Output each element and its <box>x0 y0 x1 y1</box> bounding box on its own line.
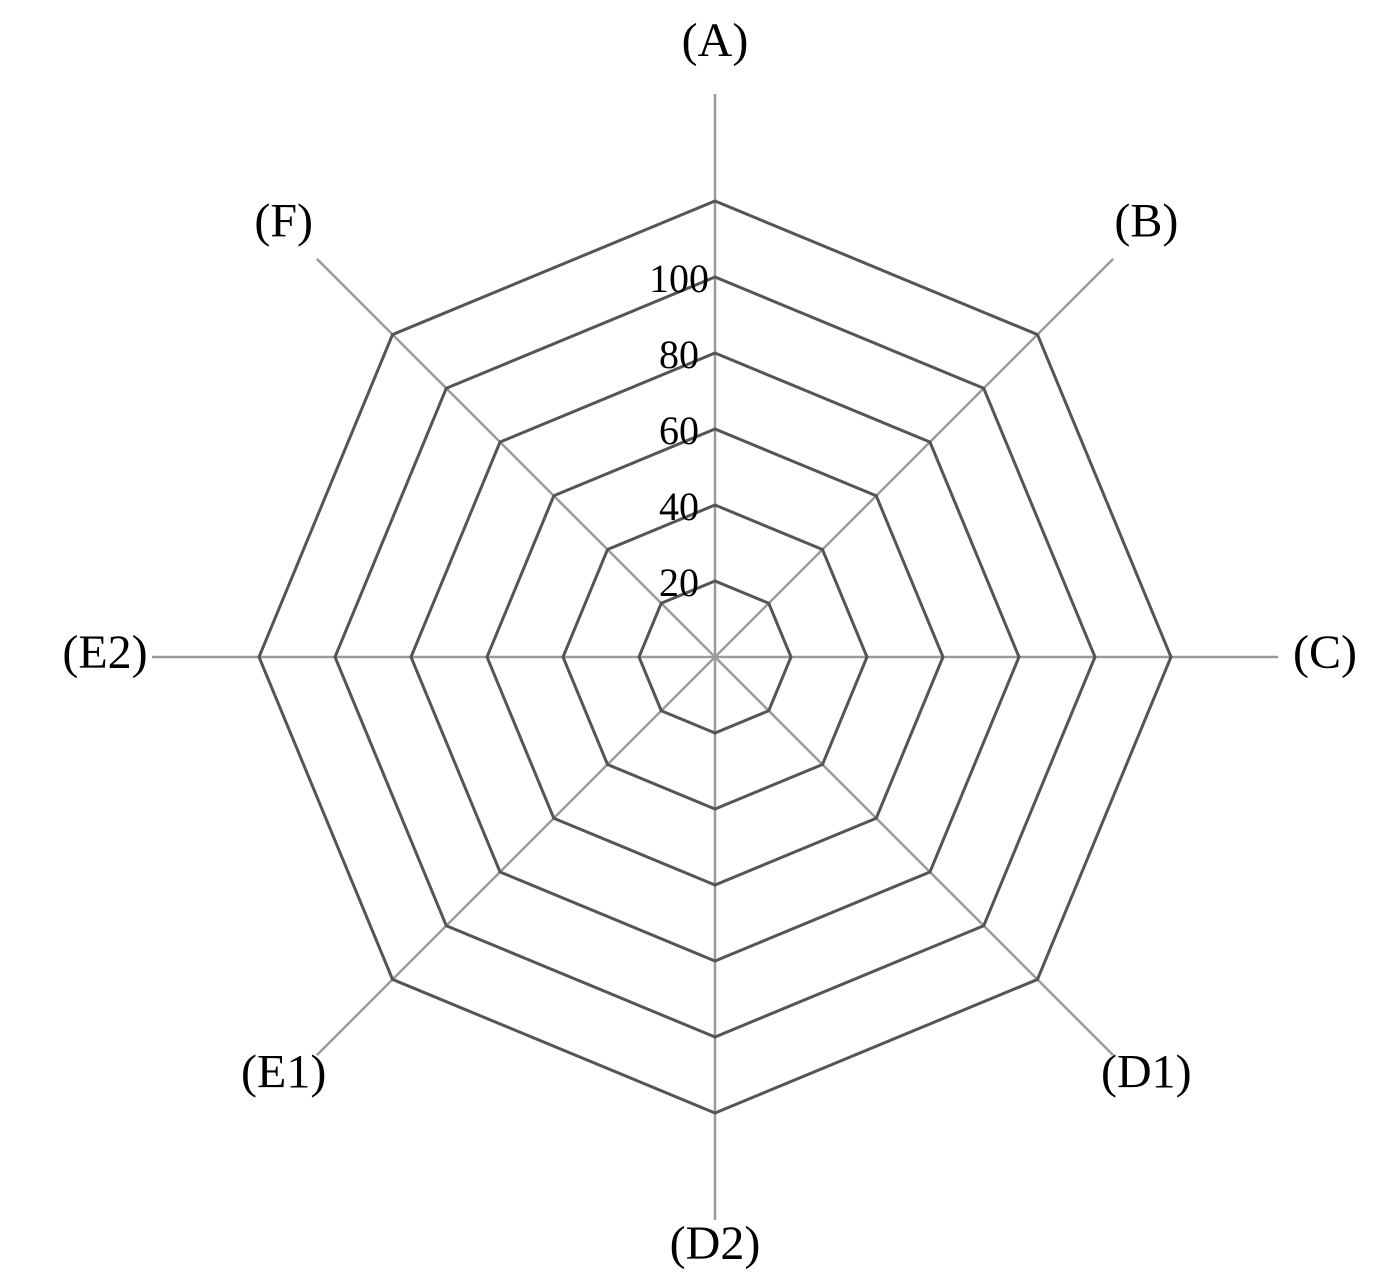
radar-grid-ring <box>409 351 1021 963</box>
radar-tick-label: 20 <box>659 560 699 605</box>
radar-spoke <box>316 258 716 658</box>
radar-axis-label: (D1) <box>1101 1045 1192 1098</box>
radar-axis-label: (F) <box>254 195 313 248</box>
radar-tick-label: 40 <box>659 484 699 529</box>
radar-grid-ring <box>561 503 869 811</box>
radar-axis-label: (A) <box>682 14 749 67</box>
radar-grid-ring <box>485 427 945 887</box>
radar-grid-ring <box>257 199 1173 1115</box>
radar-axis-label: (D2) <box>670 1217 761 1270</box>
radar-spoke <box>714 656 1114 1056</box>
radar-tick-label: 60 <box>659 408 699 453</box>
radar-grid-ring <box>333 275 1097 1039</box>
radar-spoke <box>714 258 1114 658</box>
radar-axis-label: (B) <box>1114 195 1178 248</box>
radar-spoke <box>316 656 716 1056</box>
radar-tick-labels: 20 40 60 80 100 <box>649 256 709 605</box>
radar-axis-labels: (A) (B) (C) (D1) (D2) (E1) (E2) (F) <box>62 14 1357 1270</box>
radar-axis-label: (C) <box>1293 626 1357 679</box>
radar-tick-label: 100 <box>649 256 709 301</box>
radar-axis-label: (E1) <box>241 1045 326 1098</box>
radar-axis-label: (E2) <box>62 626 147 679</box>
radar-grid-ring <box>637 579 793 735</box>
radar-spokes <box>152 94 1278 1220</box>
radar-grid-rings <box>257 199 1173 1115</box>
radar-tick-label: 80 <box>659 332 699 377</box>
